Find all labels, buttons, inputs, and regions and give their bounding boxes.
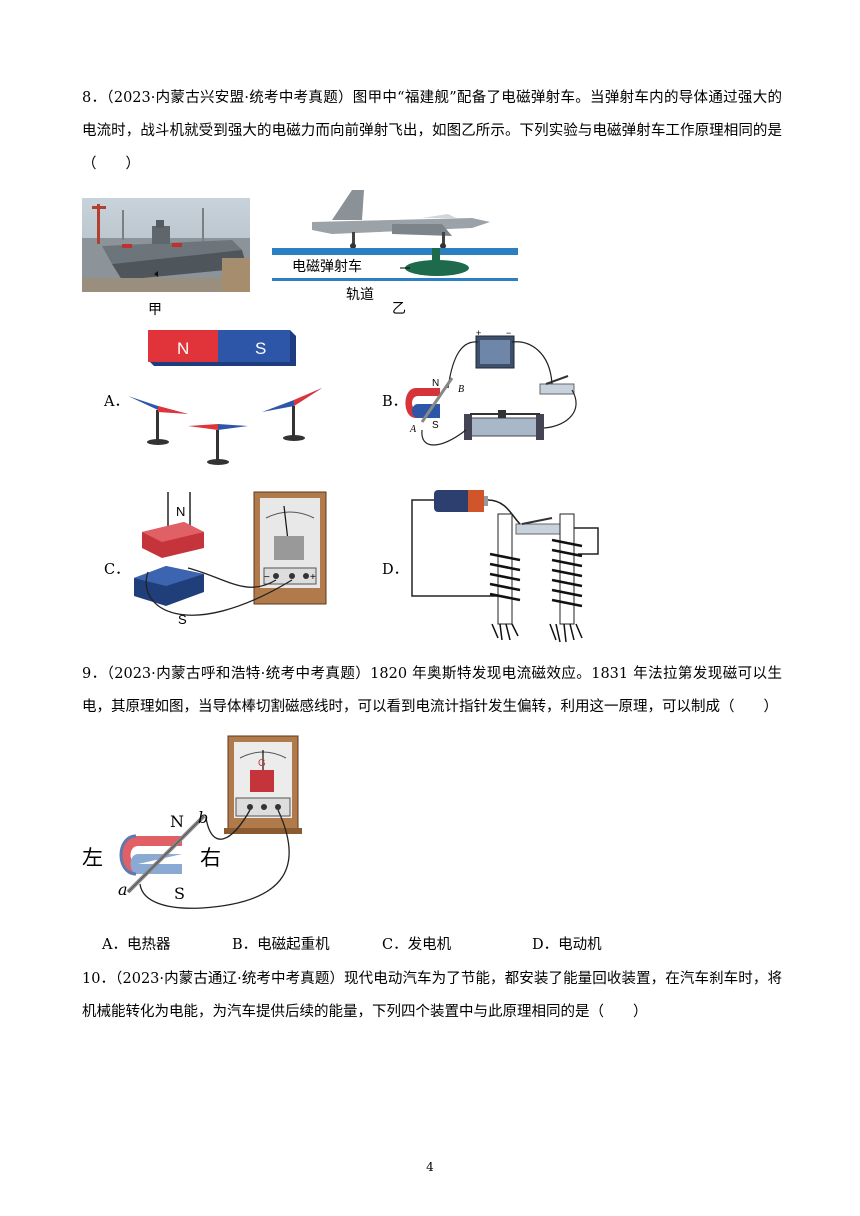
question-9-text: 9．（2023·内蒙古呼和浩特·统考中考真题）1820 年奥斯特发现电流磁效应。… [82,666,782,715]
figure-jia-label: 甲 [148,302,162,318]
b-point-b: B [458,384,464,395]
q9-option-b[interactable]: B．电磁起重机 [232,937,330,953]
gen-s-label: S [174,884,185,903]
question-8-text: 8．（2023·内蒙古兴安盟·统考中考真题）图甲中“福建舰”配备了电磁弹射车。当… [82,90,782,172]
gen-a-label: a [118,880,128,899]
option-a-figure: N S [122,326,332,472]
c-gauge-minus: − [264,572,270,583]
carrier-photo [82,198,250,292]
option-b-label: B． [382,394,408,410]
catapult-label: 电磁弹射车 [292,259,362,275]
question-10-text: 10．（2023·内蒙古通辽·统考中考真题）现代电动汽车为了节能，都安装了能量回… [82,971,782,1020]
magnet-n-label: N [177,339,189,358]
option-a-label: A． [104,394,129,410]
q9-option-d[interactable]: D．电动机 [532,937,602,953]
c-magnet-s: S [178,612,187,627]
gen-right-label: 右 [200,846,221,870]
figure-yi-label: 乙 [392,301,406,317]
generator-diagram: G [82,732,322,916]
option-d-label: D． [382,562,409,578]
galvanometer-g-label: G [258,758,266,769]
catapult-diagram [272,184,522,284]
b-magnet-s: S [432,420,439,431]
option-b-figure: + − N S A B [400,328,590,466]
q9-option-c[interactable]: C．发电机 [382,937,452,953]
battery-minus: − [506,330,511,338]
b-point-a: A [409,424,417,435]
option-c-figure: N S − + [126,488,336,648]
option-d-figure [406,484,606,648]
b-magnet-n: N [432,378,439,389]
page-number: 4 [426,1160,434,1174]
track-label: 轨道 [346,287,374,303]
c-magnet-n: N [176,504,185,519]
gen-left-label: 左 [82,846,103,870]
option-c-label: C． [104,562,130,578]
gen-b-label: b [198,808,209,827]
magnet-s-label: S [255,339,266,358]
battery-plus: + [476,330,481,338]
gen-n-label: N [170,812,184,831]
c-gauge-plus: + [310,572,316,583]
q9-option-a[interactable]: A．电热器 [102,937,171,953]
